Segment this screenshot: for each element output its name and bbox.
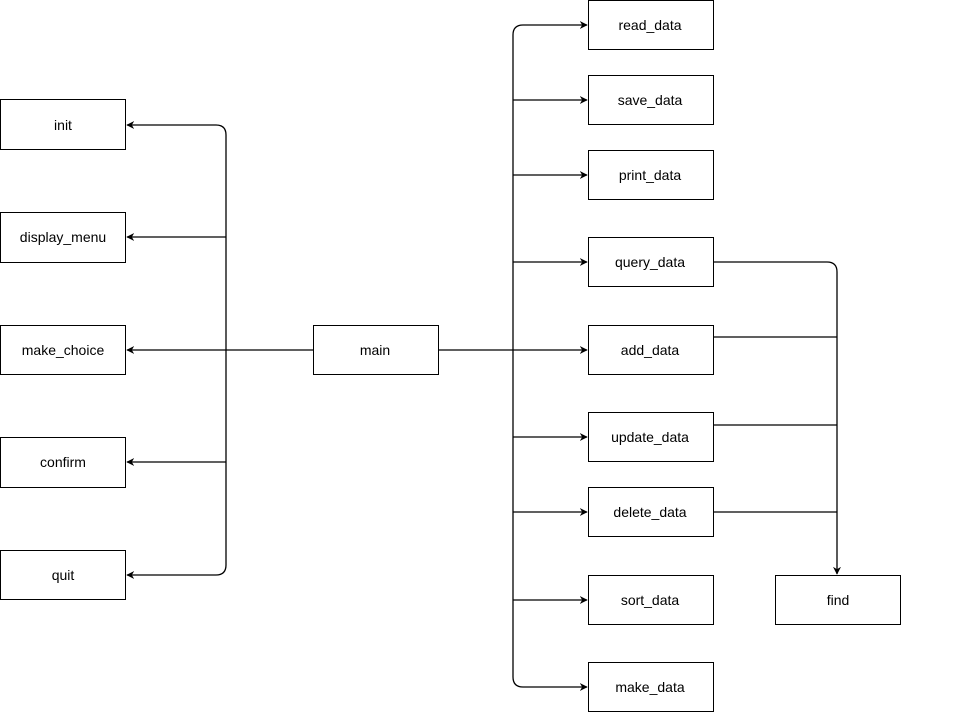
node-box <box>0 325 126 375</box>
node-label: query_data <box>615 254 685 270</box>
node-add-data[interactable]: add_data <box>588 325 714 375</box>
node-init[interactable]: init <box>0 99 126 150</box>
node-box <box>0 212 126 263</box>
node-label: init <box>54 117 72 133</box>
node-update-data[interactable]: update_data <box>588 412 714 462</box>
node-box <box>588 412 714 462</box>
find-edges <box>713 261 841 575</box>
node-query-data[interactable]: query_data <box>588 237 714 287</box>
node-box <box>588 75 714 125</box>
node-label: confirm <box>40 454 86 470</box>
node-label: display_menu <box>20 229 106 245</box>
node-label: add_data <box>621 342 680 358</box>
edge-main-init <box>126 121 313 351</box>
node-make-choice[interactable]: make_choice <box>0 325 126 375</box>
node-box <box>0 99 126 150</box>
node-delete-data[interactable]: delete_data <box>588 487 714 537</box>
node-label: make_choice <box>22 342 105 358</box>
node-save-data[interactable]: save_data <box>588 75 714 125</box>
node-label: quit <box>52 567 75 583</box>
node-label: read_data <box>618 17 681 33</box>
node-main[interactable]: main <box>313 325 439 375</box>
node-box <box>588 237 714 287</box>
node-label: main <box>360 342 390 358</box>
node-box <box>588 487 714 537</box>
node-read-data[interactable]: read_data <box>588 0 714 50</box>
edge-main-read_data <box>512 21 588 350</box>
node-label: find <box>827 592 850 608</box>
node-label: sort_data <box>621 592 680 608</box>
node-display-menu[interactable]: display_menu <box>0 212 126 263</box>
right-edges <box>438 21 588 691</box>
node-make-data[interactable]: make_data <box>588 662 714 712</box>
node-box <box>588 0 714 50</box>
node-box <box>588 575 714 625</box>
node-print-data[interactable]: print_data <box>588 150 714 200</box>
node-find[interactable]: find <box>775 575 901 625</box>
edge-main-make_data <box>512 350 588 691</box>
node-confirm[interactable]: confirm <box>0 437 126 488</box>
node-box <box>313 325 439 375</box>
edge-query_data-find <box>713 261 841 575</box>
node-label: delete_data <box>613 504 686 520</box>
node-quit[interactable]: quit <box>0 550 126 600</box>
node-box <box>588 662 714 712</box>
node-box <box>588 325 714 375</box>
node-label: update_data <box>611 429 689 445</box>
node-box <box>0 550 126 600</box>
node-box <box>588 150 714 200</box>
edge-main-quit <box>126 350 227 579</box>
node-sort-data[interactable]: sort_data <box>588 575 714 625</box>
node-label: make_data <box>615 679 684 695</box>
node-label: print_data <box>619 167 681 183</box>
left-edges <box>126 121 313 579</box>
node-box <box>0 437 126 488</box>
node-label: save_data <box>618 92 683 108</box>
node-box <box>775 575 901 625</box>
